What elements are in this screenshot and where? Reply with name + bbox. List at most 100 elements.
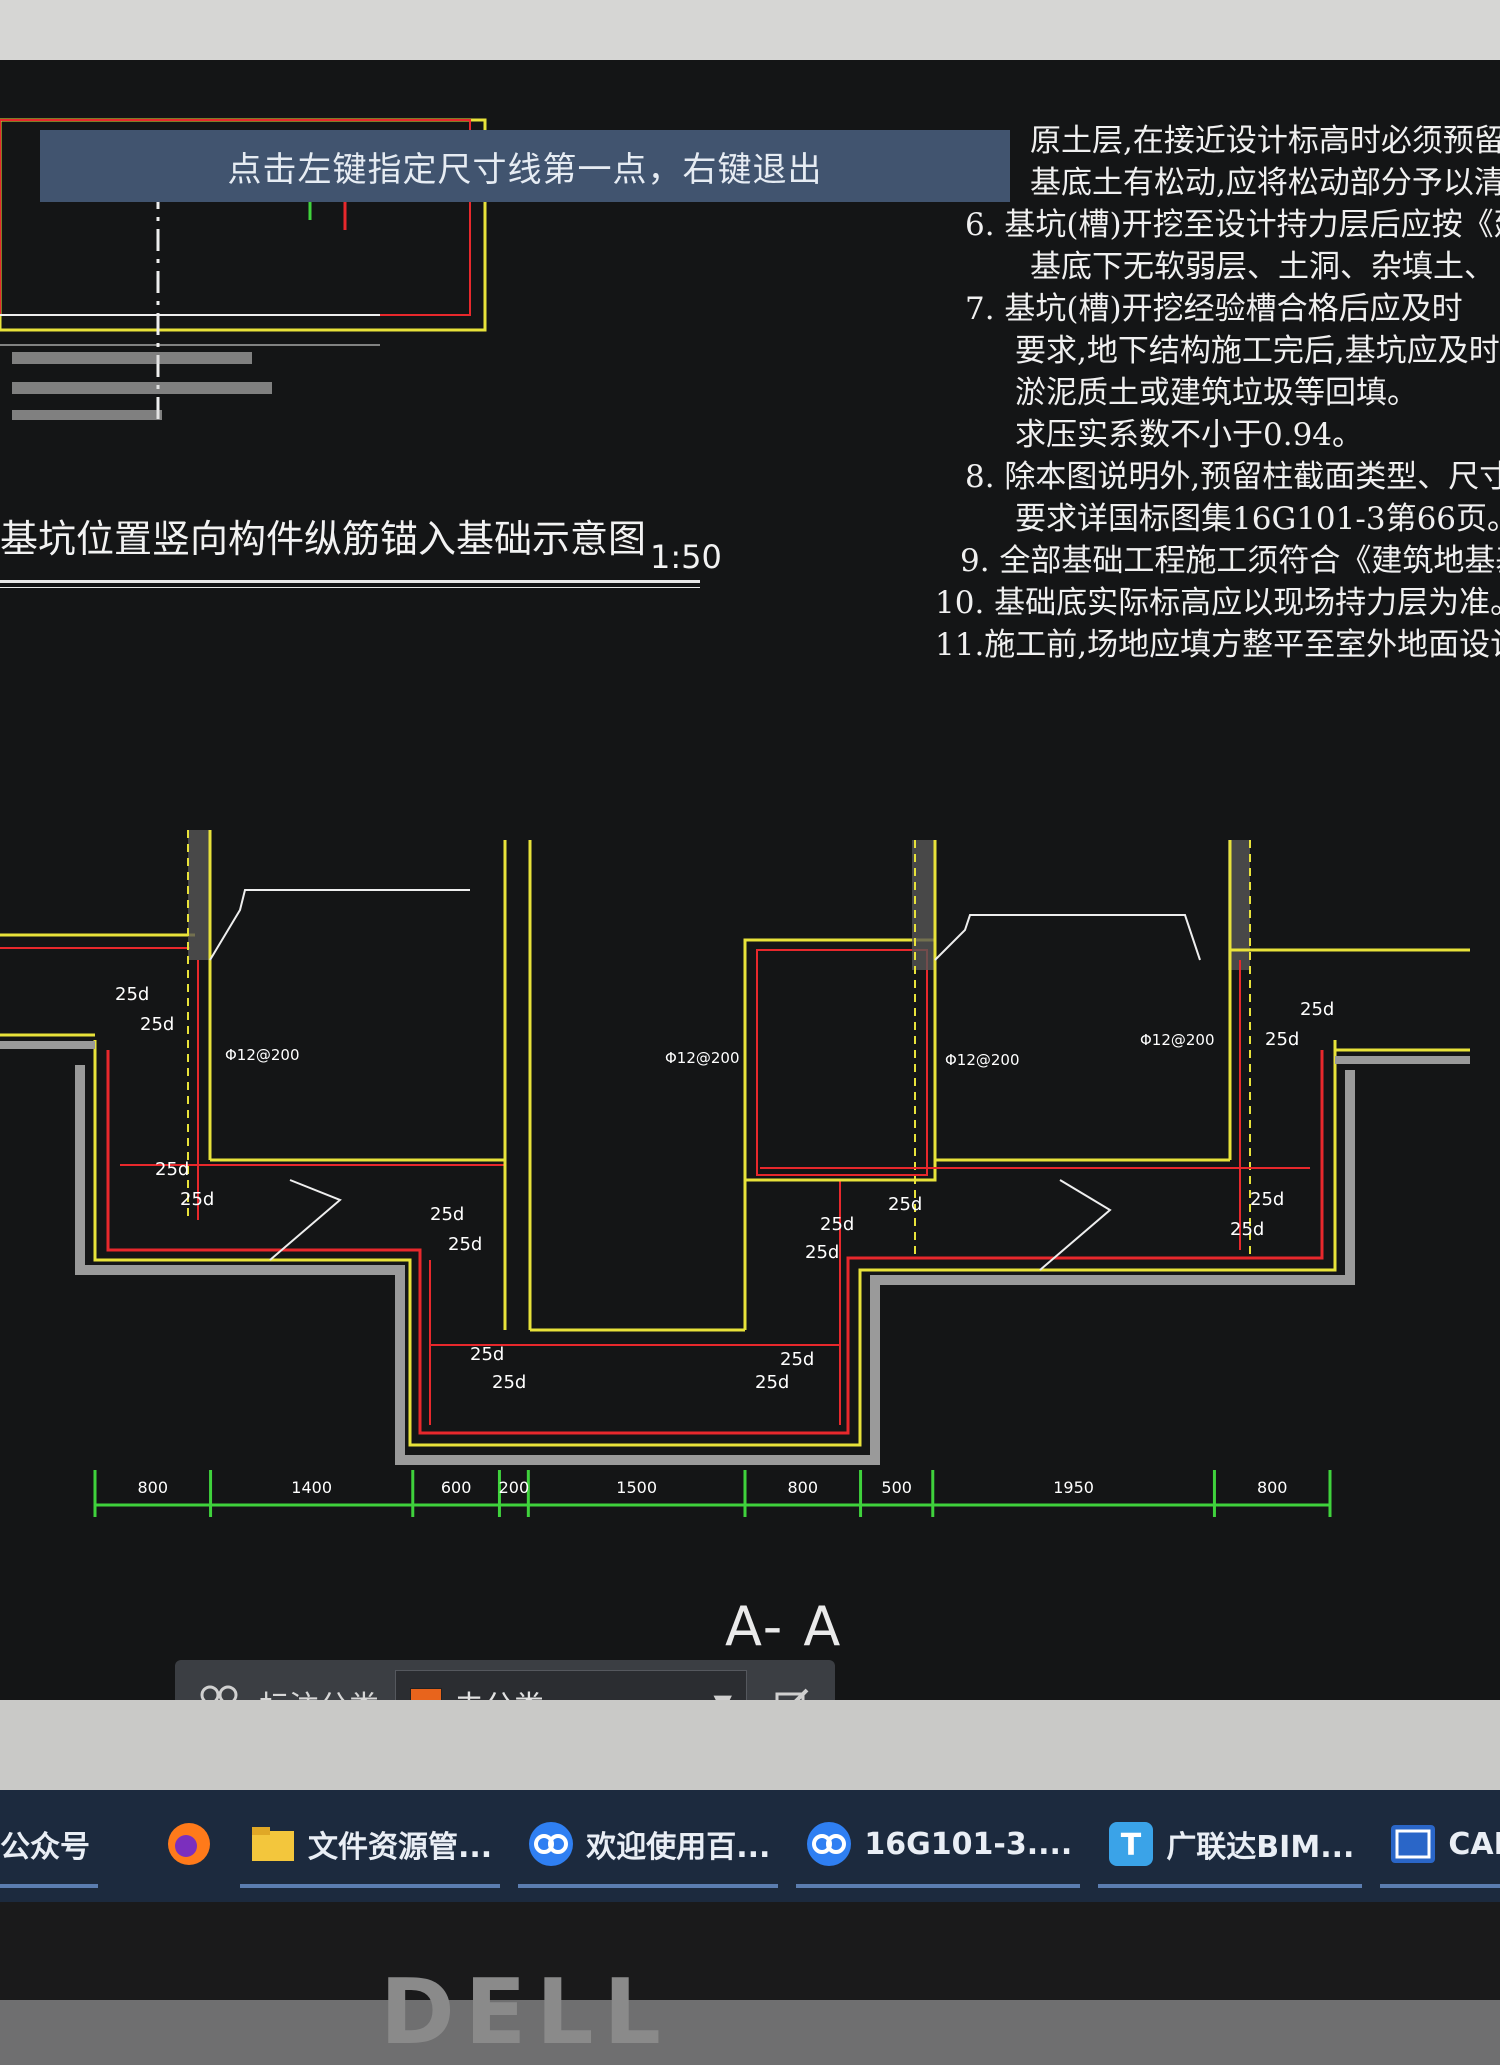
anchor-length-label: 25d [470, 1344, 504, 1365]
taskbar-item-16g101[interactable]: 16G101-3.... [796, 1804, 1081, 1888]
anchor-length-label: 25d [430, 1204, 464, 1225]
annotation-category-select[interactable]: 未分类 ▼ [395, 1670, 747, 1700]
anchor-length-label: 25d [1250, 1189, 1284, 1210]
dimension-texts: 800 1400 600 200 1500 800 500 1950 800 [138, 1478, 1288, 1497]
note-line: 9. 全部基础工程施工须符合《建筑地基基础工程施工质 [960, 543, 1500, 579]
note-line: 11.施工前,场地应填方整平至室外地面设计标高。 [935, 627, 1500, 663]
taskbar-item-label: 公众号 [0, 1830, 90, 1865]
anchor-length-label: 25d [155, 1159, 189, 1180]
anchor-length-label: 25d [805, 1242, 839, 1263]
section-label: A- A [725, 1595, 843, 1658]
leader-line [934, 914, 1201, 961]
taskbar-item-label: CAD [1448, 1826, 1500, 1862]
foundation-rebar-outline [106, 1050, 1324, 1435]
dimension-ticks [93, 1470, 1332, 1517]
cad-drawing-canvas[interactable]: 点击左键指定尺寸线第一点，右键退出 原土层,在接近设计标高时必须预留一定厚度的土… [0, 60, 1500, 1700]
glodon-t-icon: T [1106, 1819, 1156, 1869]
taskbar-item-label: 16G101-3.... [864, 1826, 1073, 1862]
taskbar-item-label: 广联达BIM... [1166, 1830, 1355, 1865]
design-notes-panel: 原土层,在接近设计标高时必须预留一定厚度的土 基底土有松动,应将松动部分予以清除… [930, 120, 1500, 666]
chevron-down-icon: ▼ [714, 1689, 732, 1700]
right-wall-hatch [1228, 840, 1250, 970]
taskbar-item-file-explorer[interactable]: 文件资源管... [240, 1804, 501, 1888]
annotation-category-value: 未分类 [454, 1682, 544, 1700]
anchor-length-label: 25d [180, 1189, 214, 1210]
dimension-text: 600 [441, 1478, 472, 1497]
monitor-brand-logo: DELL [380, 1960, 671, 2065]
taskbar-item-glodon-bim[interactable]: T 广联达BIM... [1098, 1804, 1363, 1888]
dimension-text: 800 [788, 1478, 819, 1497]
upper-small-note [12, 382, 272, 394]
dimension-text: 1400 [291, 1478, 332, 1497]
note-line: 要求详国标图集16G101-3第66页。 [1015, 501, 1500, 537]
taskbar-item-label: 欢迎使用百... [586, 1830, 771, 1865]
central-block-rebar [756, 949, 928, 1176]
note-line: 6. 基坑(槽)开挖至设计持力层后应按《建筑 [965, 207, 1500, 243]
baidu-netdisk-icon [526, 1819, 576, 1869]
taskbar-item-baidu-netdisk[interactable]: 欢迎使用百... [518, 1804, 779, 1888]
left-wall-hatch [188, 830, 210, 960]
leader-line [1039, 1179, 1112, 1271]
central-block-outline [743, 938, 937, 1182]
detail-scale: 1:50 [650, 538, 722, 576]
taskbar-item-firefox[interactable] [156, 1804, 222, 1888]
cushion-layer [75, 1065, 1355, 1465]
screen-bezel-bottom [0, 1700, 1500, 1790]
anchor-length-label: 25d [888, 1194, 922, 1215]
anchor-length-label: 25d [140, 1014, 174, 1035]
note-line: 基底下无软弱层、土洞、杂填土、 [1030, 249, 1495, 285]
taskbar-item-label: 文件资源管... [308, 1830, 493, 1865]
leader-line [269, 1179, 342, 1261]
detail-title: 基坑位置竖向构件纵筋锚入基础示意图 [0, 517, 647, 561]
annotation-category-toolbar: 标注分类 未分类 ▼ [175, 1660, 835, 1700]
title-underline [0, 587, 700, 588]
rebar-spec-label: Φ12@200 [1140, 1031, 1215, 1049]
anchor-length-label: 25d [115, 984, 149, 1005]
dimension-text: 1500 [616, 1478, 657, 1497]
note-line: 10. 基础底实际标高应以现场持力层为准。 [935, 585, 1500, 621]
anchor-length-label: 25d [755, 1372, 789, 1393]
annotation-category-label: 标注分类 [259, 1682, 379, 1700]
dimension-text: 800 [1257, 1478, 1288, 1497]
command-prompt: 点击左键指定尺寸线第一点，右键退出 [40, 130, 1010, 202]
baidu-netdisk-icon [804, 1819, 854, 1869]
cad-icon [1388, 1819, 1438, 1869]
leader-line [209, 889, 470, 961]
anchor-length-label: 25d [448, 1234, 482, 1255]
dimension-text: 1950 [1053, 1478, 1094, 1497]
title-underline [0, 580, 700, 583]
note-line: 原土层,在接近设计标高时必须预留一定厚度的土 [1030, 123, 1500, 159]
note-line: 求压实系数不小于0.94。 [1015, 417, 1364, 453]
anchor-length-label: 25d [492, 1372, 526, 1393]
taskbar-item-wechat-official[interactable]: 公众号 [0, 1804, 98, 1888]
note-line: 淤泥质土或建筑垃圾等回填。 [1015, 375, 1418, 411]
firefox-icon [164, 1819, 214, 1869]
taskbar-item-cad[interactable]: CAD [1380, 1804, 1500, 1888]
upper-small-note [12, 410, 162, 420]
rebar-spec-label: Φ12@200 [945, 1051, 1020, 1069]
foundation-outline [93, 1040, 1337, 1447]
grid-icon[interactable] [189, 1674, 249, 1700]
folder-icon [248, 1819, 298, 1869]
anchor-length-label: 25d [1230, 1219, 1264, 1240]
category-color-swatch [410, 1688, 442, 1700]
note-line: 8. 除本图说明外,预留柱截面类型、尺寸、柱插筋同底 [965, 459, 1500, 495]
dimension-text: 800 [138, 1478, 169, 1497]
dimension-text: 200 [499, 1478, 530, 1497]
dimension-text: 500 [881, 1478, 912, 1497]
note-line: 要求,地下结构施工完后,基坑应及时 [1015, 333, 1500, 369]
note-line: 基底土有松动,应将松动部分予以清除,局部超挖 [1030, 165, 1500, 201]
taskbar: 公众号 文件资源管... 欢迎使用百... 16G101-3.... T 广联达… [0, 1790, 1500, 1902]
anchor-length-label: 25d [1265, 1029, 1299, 1050]
monitor-frame [0, 1902, 1500, 2000]
section-a-a-drawing: 25d 25d 25d 25d 25d 25d 25d 25d 25d 25d … [0, 830, 1470, 1517]
anchor-length-label: 25d [820, 1214, 854, 1235]
svg-text:T: T [1121, 1828, 1142, 1863]
anchor-length-label: 25d [1300, 999, 1334, 1020]
edit-icon[interactable] [763, 1674, 823, 1700]
note-line: 7. 基坑(槽)开挖经验槽合格后应及时 [965, 291, 1463, 327]
upper-small-note [12, 352, 252, 364]
right-wall-hatch [912, 840, 934, 970]
rebar-spec-label: Φ12@200 [225, 1046, 300, 1064]
rebar-spec-label: Φ12@200 [665, 1049, 740, 1067]
